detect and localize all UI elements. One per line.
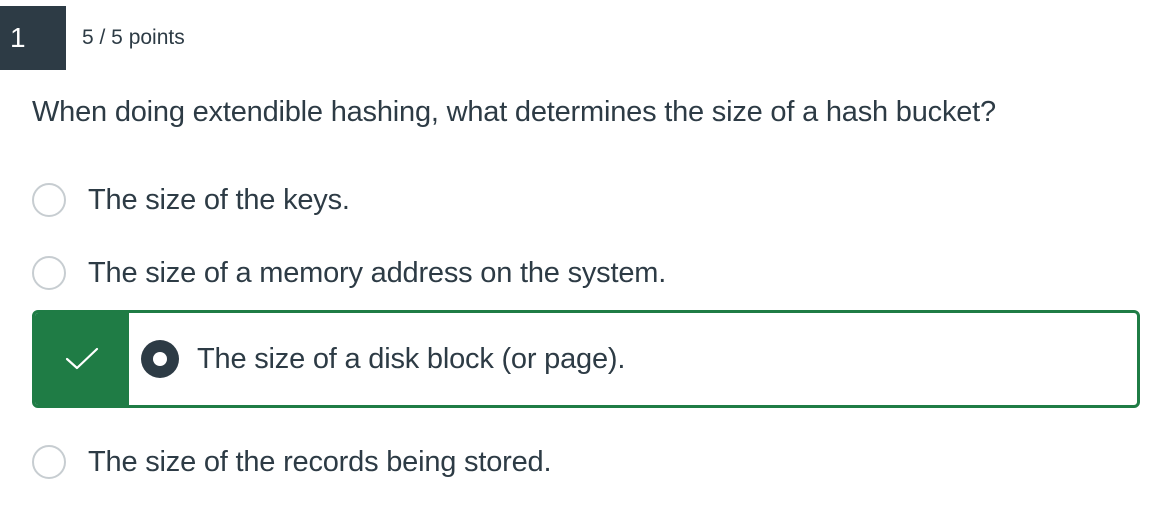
radio-button-selected[interactable]	[141, 340, 179, 378]
answer-label: The size of a memory address on the syst…	[88, 256, 667, 289]
question-points: 5 / 5 points	[82, 26, 185, 49]
answer-option-3-correct[interactable]: The size of a disk block (or page).	[32, 310, 1140, 408]
question-text: When doing extendible hashing, what dete…	[32, 96, 996, 128]
question-number: 1	[0, 6, 66, 70]
answer-option-2[interactable]: The size of a memory address on the syst…	[32, 256, 666, 290]
answer-option-4[interactable]: The size of the records being stored.	[32, 445, 552, 479]
answer-label: The size of the keys.	[88, 183, 350, 216]
radio-selected-dot	[153, 352, 167, 366]
checkmark-icon	[65, 347, 99, 370]
radio-button-unselected[interactable]	[32, 256, 66, 290]
answer-label: The size of the records being stored.	[88, 445, 552, 478]
answer-option-1[interactable]: The size of the keys.	[32, 183, 350, 217]
radio-button-unselected[interactable]	[32, 445, 66, 479]
radio-button-unselected[interactable]	[32, 183, 66, 217]
correct-answer-content: The size of a disk block (or page).	[129, 313, 625, 405]
correct-answer-marker	[35, 313, 129, 405]
answer-label: The size of a disk block (or page).	[197, 342, 626, 375]
